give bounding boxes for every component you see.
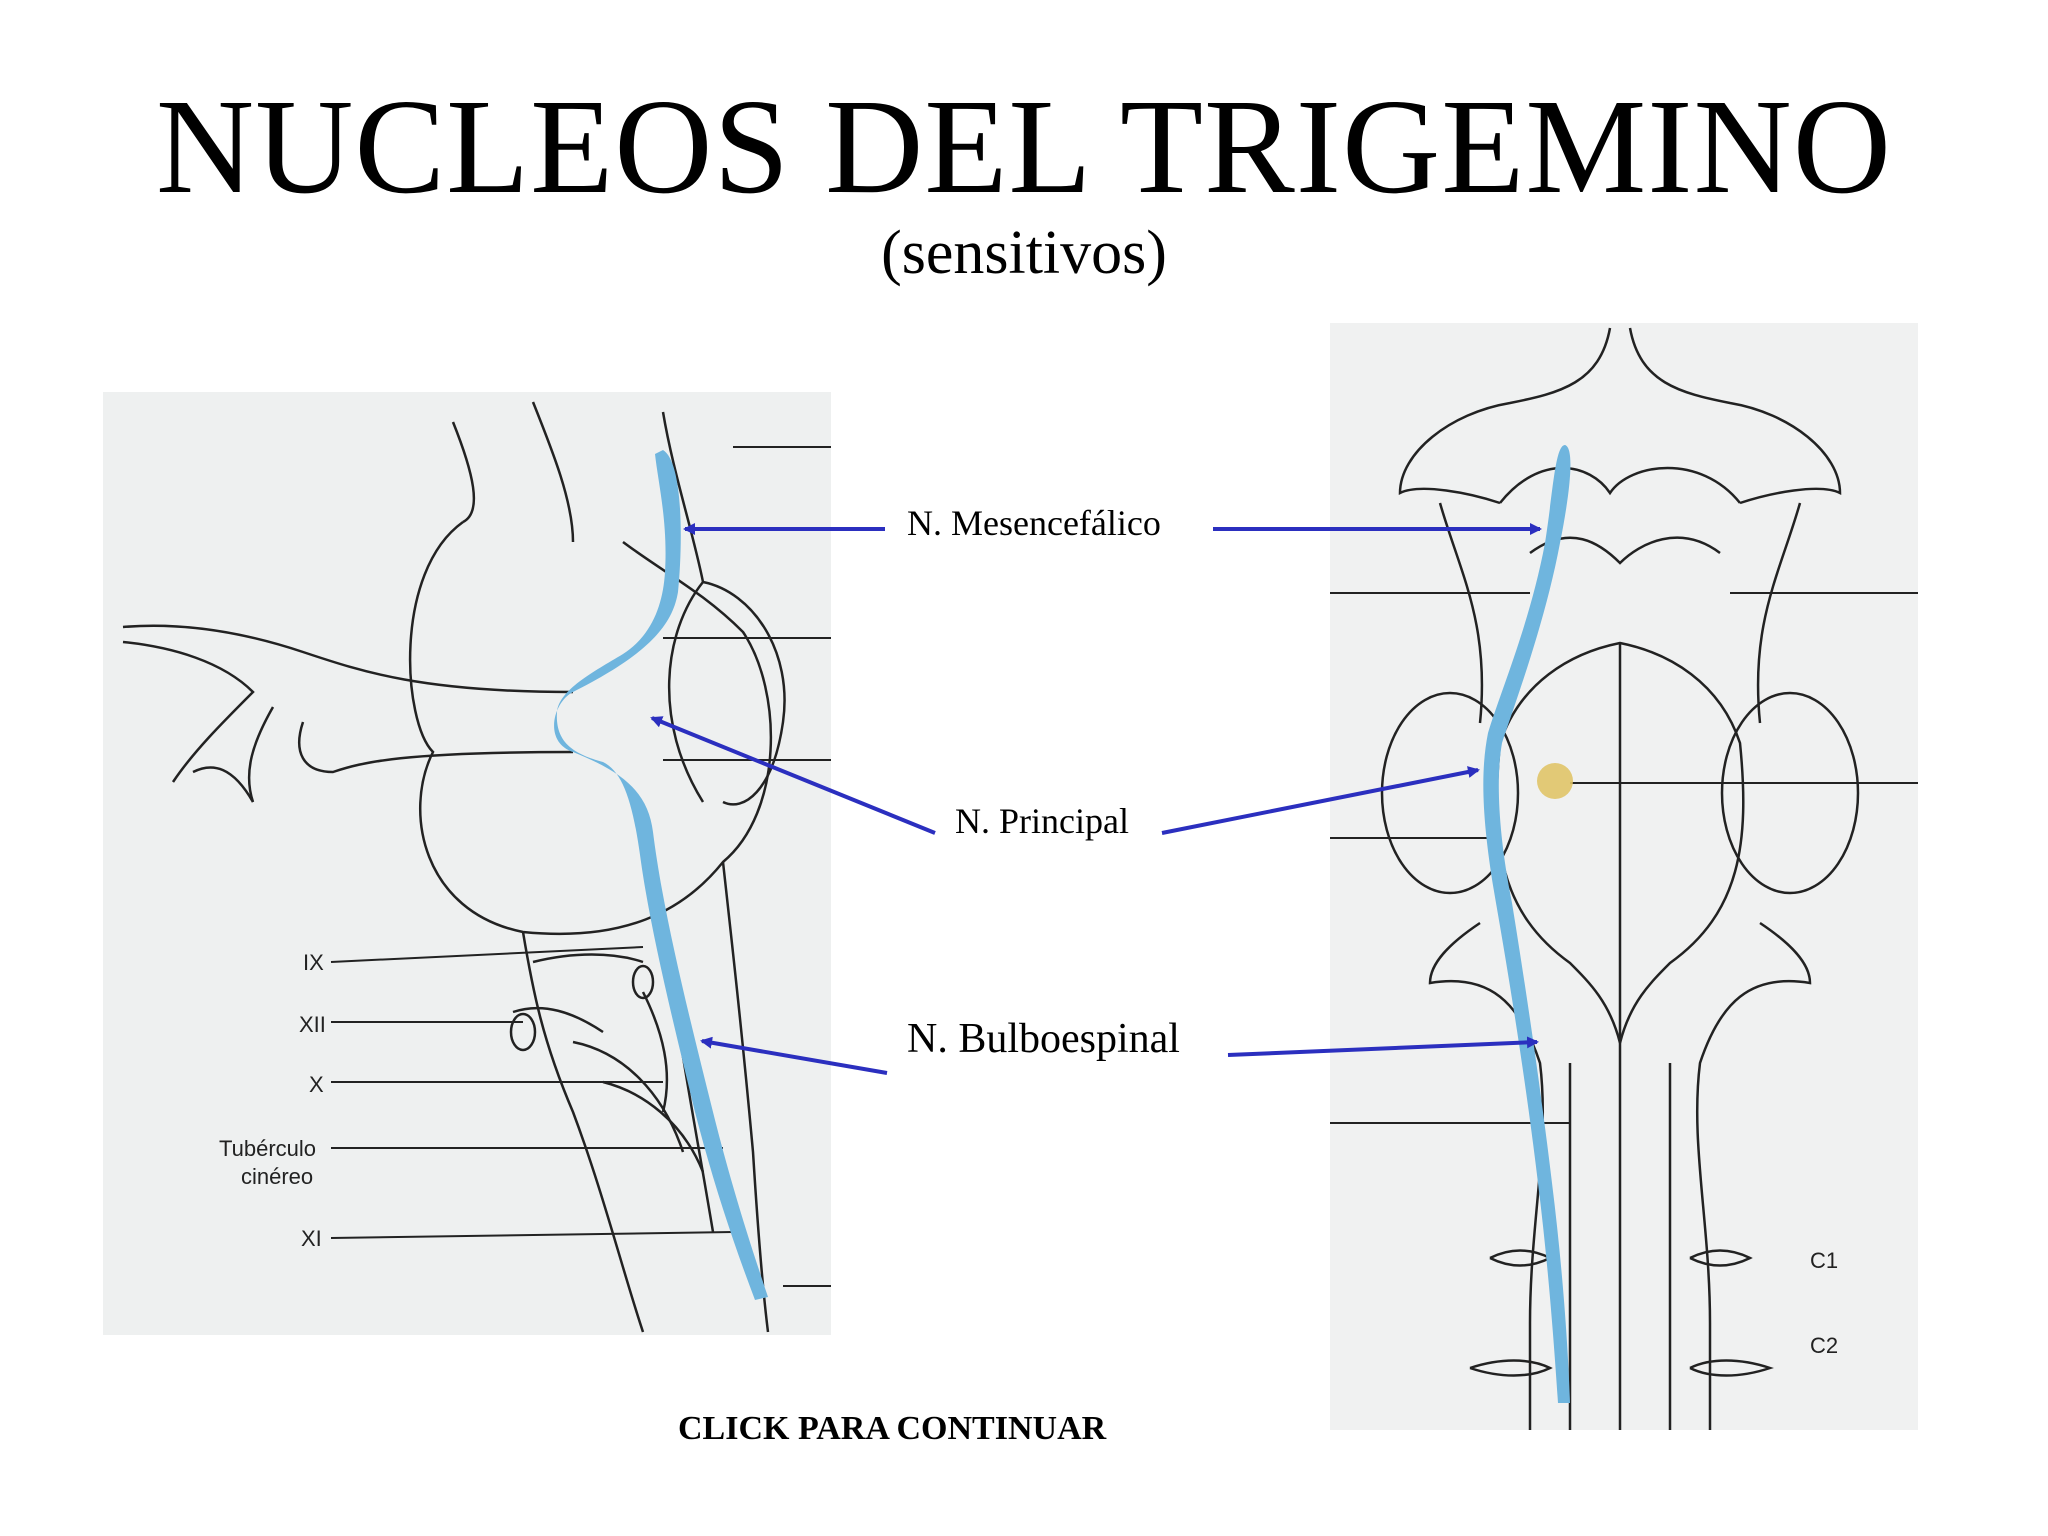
trigeminal-nucleus-lateral	[554, 450, 768, 1300]
trigeminal-nucleus-dorsal	[1483, 445, 1571, 1403]
lateral-brainstem-drawing	[122, 401, 831, 1333]
slide-title: NUCLEOS DEL TRIGEMINO	[155, 72, 1892, 222]
nerve-label-c2: C2	[1810, 1333, 1839, 1358]
slide-subtitle: (sensitivos)	[881, 219, 1167, 287]
lateral-brainstem-figure: IX XII X Tubérculo cinéreo XI	[103, 392, 831, 1335]
label-bulboespinal: N. Bulboespinal	[907, 1016, 1180, 1062]
dorsal-brainstem-figure: C1 C2	[1330, 323, 1918, 1430]
label-mesencefalico: N. Mesencefálico	[907, 503, 1161, 543]
nerve-label-ix: IX	[303, 950, 324, 975]
nerve-label-xii: XII	[299, 1012, 326, 1037]
motor-nucleus-dot	[1537, 763, 1573, 799]
nerve-label-c1: C1	[1810, 1248, 1839, 1273]
label-principal: N. Principal	[955, 801, 1129, 841]
nerve-label-tuberculo: Tubérculo	[219, 1136, 317, 1161]
continue-button[interactable]: CLICK PARA CONTINUAR	[678, 1410, 1107, 1447]
nerve-label-xi: XI	[301, 1226, 322, 1251]
nerve-label-cinereo: cinéreo	[241, 1164, 314, 1189]
nerve-label-x: X	[309, 1072, 324, 1097]
